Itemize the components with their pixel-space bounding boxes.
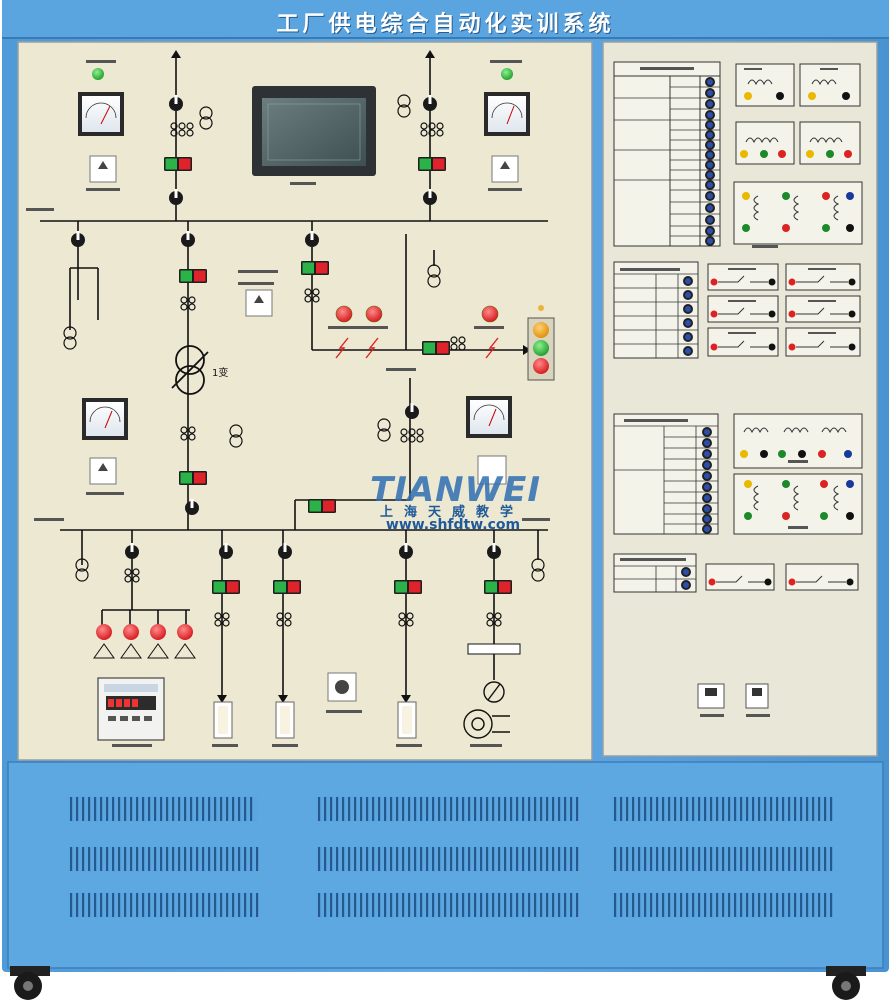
motor-symbol (463, 681, 510, 739)
watermark-brand: TIANWEI (370, 470, 541, 510)
terminal-table-1 (613, 61, 721, 247)
meter-mid-right (466, 396, 512, 438)
vent-slots (68, 797, 833, 918)
main-transformer (171, 345, 209, 395)
watermark-url: www.shfdtw.com (385, 517, 521, 533)
meter-top-left (78, 92, 124, 136)
watermark-company: 上海天威教学 (379, 505, 524, 520)
meter-mid-left (82, 398, 128, 440)
meter-top-right (484, 92, 530, 136)
power-factor-controller (97, 677, 165, 741)
signal-light-column (527, 317, 555, 381)
hmi-touchscreen (252, 86, 376, 176)
mini-circuit-breakers (697, 683, 770, 717)
caster-wheels (10, 966, 866, 1000)
terminal-table-3 (613, 413, 719, 535)
panel-title: 工厂供电综合自动化实训系统 (276, 12, 615, 37)
transformer-label: 1变 (212, 366, 228, 379)
terminal-table-2 (613, 261, 699, 359)
